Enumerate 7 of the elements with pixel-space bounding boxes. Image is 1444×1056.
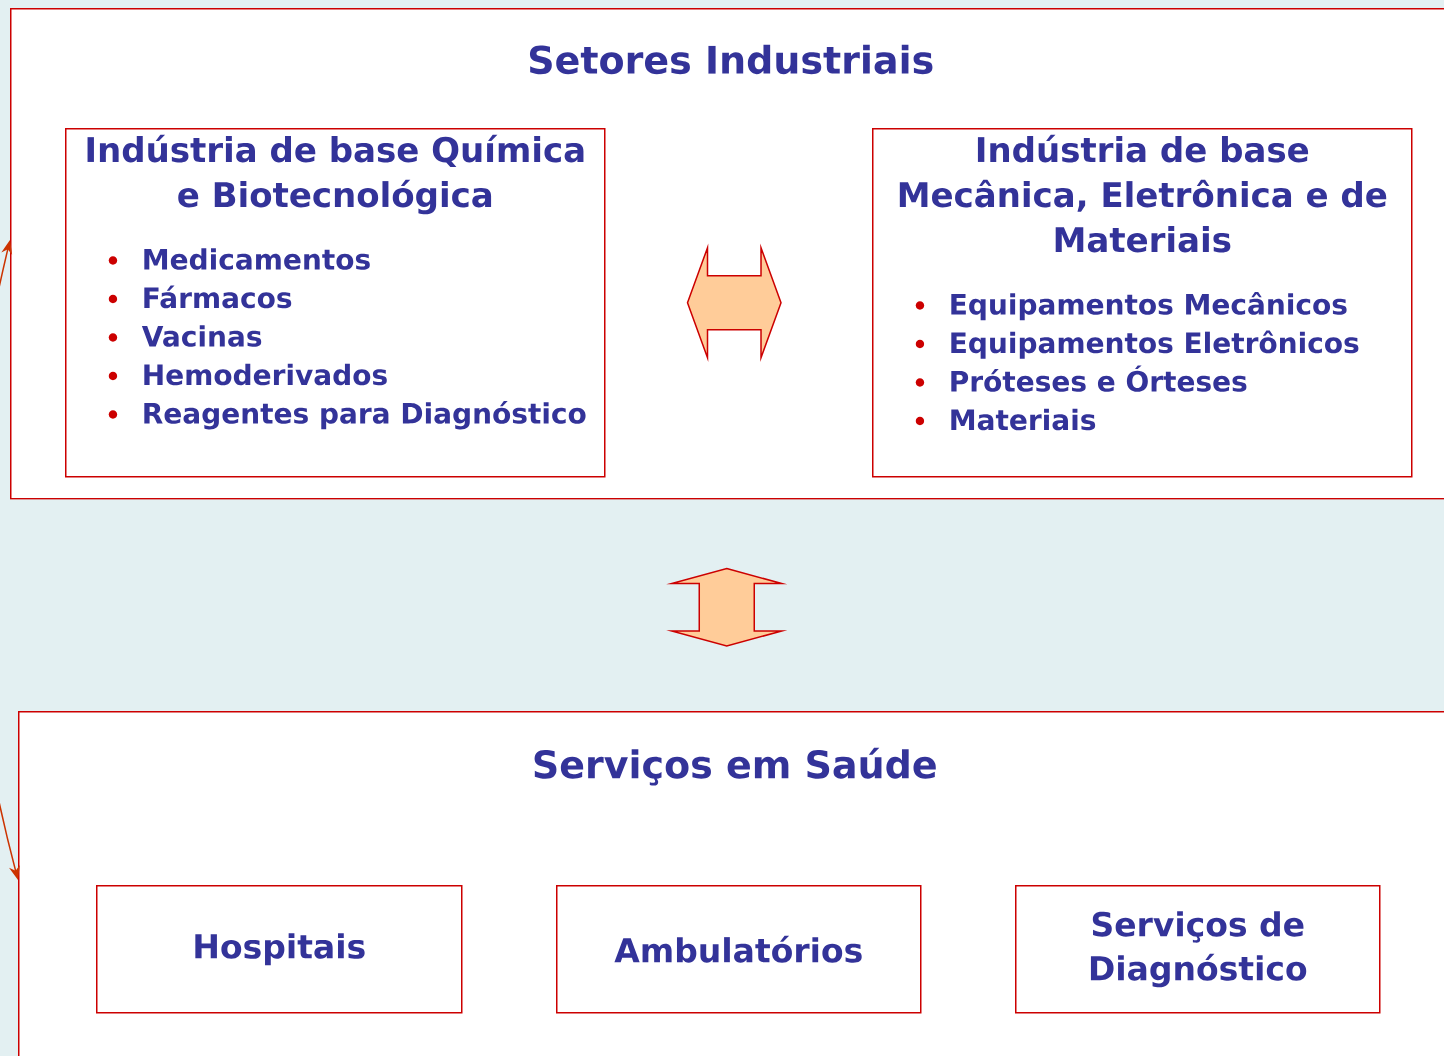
service-box: Serviços de Diagnóstico (1015, 885, 1381, 1014)
service-box: Ambulatórios (556, 885, 922, 1014)
category-box: Indústria de base Química e Biotecnológica Medicamentos Fármacos Vacinas Hemoderivados Reagentes para Diagnóstico (65, 128, 606, 478)
category-box: Indústria de base Mecânica, Eletrônica e de Materiais Equipamentos Mecânicos Equipamentos Eletrônicos Próteses e Órteses Materiais (872, 128, 1413, 478)
service-box: Hospitais (96, 885, 463, 1014)
double-arrow (666, 567, 788, 647)
double-arrow (686, 243, 782, 362)
